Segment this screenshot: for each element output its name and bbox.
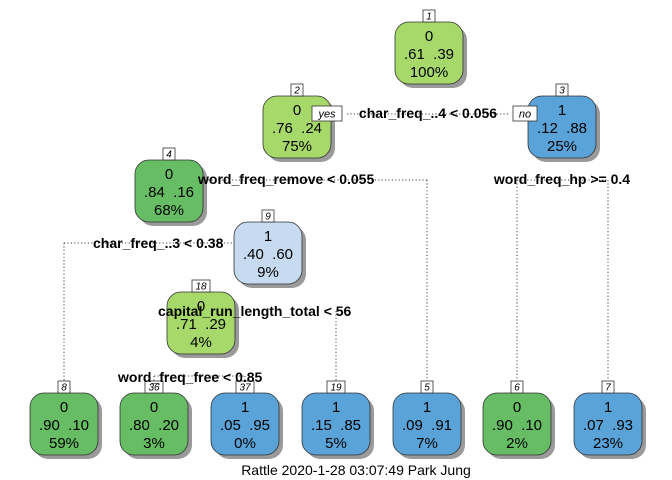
tree-node: 5 1.09 .917% [392, 380, 465, 459]
node-id: 4 [166, 150, 172, 161]
node-percent: 23% [593, 435, 623, 452]
node-class: 0 [60, 399, 68, 416]
node-id: 2 [293, 86, 300, 97]
node-percent: 7% [416, 435, 438, 452]
branch-labels: yes no [311, 105, 538, 122]
node-percent: 100% [410, 64, 448, 81]
node-id-box [422, 9, 436, 23]
node-probs: .07 .93 [583, 417, 633, 434]
node-id: 18 [195, 282, 207, 293]
node-class: 0 [150, 399, 158, 416]
node-probs: .12 .88 [537, 120, 587, 137]
node-id-box [162, 147, 176, 161]
node-id-box [601, 380, 615, 394]
node-class: 1 [332, 399, 340, 416]
node-probs: .80 .20 [129, 417, 179, 434]
node-percent: 0% [234, 435, 256, 452]
node-class: 0 [293, 102, 301, 119]
node-percent: 25% [547, 138, 577, 155]
tree-node: 37 1.05 .950% [210, 380, 283, 459]
caption: Rattle 2020-1-28 03:07:49 Park Jung [241, 462, 471, 478]
tree-node: 6 0.90 .102% [482, 380, 555, 459]
node-id: 3 [559, 86, 565, 97]
node-class: 1 [558, 102, 566, 119]
split-label: char_freq_..3 < 0.38 [93, 235, 224, 251]
node-id: 37 [239, 383, 251, 394]
node-id-box [57, 380, 71, 394]
branch-tag-label: yes [317, 109, 336, 121]
split-label: word_freq_remove < 0.055 [197, 171, 374, 187]
node-probs: .05 .95 [220, 417, 270, 434]
node-id: 36 [148, 383, 160, 394]
node-id-box [144, 380, 164, 394]
node-class: 1 [241, 399, 249, 416]
node-id: 5 [424, 383, 430, 394]
node-class: 0 [425, 28, 433, 45]
node-class: 1 [264, 228, 272, 245]
split-label: capital_run_length_total < 56 [158, 303, 352, 319]
node-percent: 75% [282, 138, 312, 155]
node-probs: .90 .10 [492, 417, 542, 434]
node-id-box [510, 380, 524, 394]
node-id-box [235, 380, 255, 394]
node-percent: 59% [49, 435, 79, 452]
split-label: word_freq_free < 0.85 [117, 369, 263, 385]
branch-tag-label: no [519, 109, 531, 121]
split-labels: char_freq_..4 < 0.056 word_freq_remove < … [93, 105, 630, 385]
node-percent: 5% [325, 435, 347, 452]
node-percent: 3% [143, 435, 165, 452]
split-label: word_freq_hp >= 0.4 [493, 171, 630, 187]
node-class: 0 [513, 399, 521, 416]
node-id: 1 [426, 12, 432, 23]
node-percent: 68% [154, 202, 184, 219]
node-percent: 2% [506, 435, 528, 452]
node-class: 1 [423, 399, 431, 416]
node-percent: 9% [257, 264, 279, 281]
node-id: 6 [514, 383, 520, 394]
branch-yes-tag: yes [311, 105, 343, 122]
node-id: 19 [330, 383, 342, 394]
node-percent: 4% [190, 334, 212, 351]
node-probs: .15 .85 [311, 417, 361, 434]
node-id-box [290, 83, 304, 97]
node-class: 1 [604, 399, 612, 416]
node-class: 0 [197, 298, 205, 315]
node-probs: .09 .91 [402, 417, 452, 434]
node-id-box [555, 83, 569, 97]
branch-no-tag: no [512, 105, 538, 122]
node-probs: .61 .39 [404, 46, 454, 63]
node-class: 0 [165, 166, 173, 183]
tree-node: 18 0.71 .294% [166, 279, 239, 358]
node-id: 9 [265, 212, 271, 223]
node-probs: .40 .60 [243, 246, 293, 263]
node-probs: .71 .29 [176, 316, 226, 333]
node-id-box [420, 380, 434, 394]
node-id: 7 [605, 383, 611, 394]
tree-edges [63, 113, 609, 393]
node-probs: .84 .16 [144, 184, 194, 201]
tree-node: 9 1.40 .609% [233, 209, 306, 288]
node-id-box [191, 279, 211, 293]
branch-tag-box [512, 105, 538, 122]
node-probs: .76 .24 [272, 120, 322, 137]
tree-node: 19 1.15 .855% [301, 380, 374, 459]
tree-node: 36 0.80 .203% [119, 380, 192, 459]
split-label: char_freq_..4 < 0.056 [359, 105, 497, 121]
node-probs: .90 .10 [39, 417, 89, 434]
node-id-box [326, 380, 346, 394]
node-id-box [261, 209, 275, 223]
branch-tag-box [311, 105, 343, 122]
node-id: 8 [61, 383, 67, 394]
